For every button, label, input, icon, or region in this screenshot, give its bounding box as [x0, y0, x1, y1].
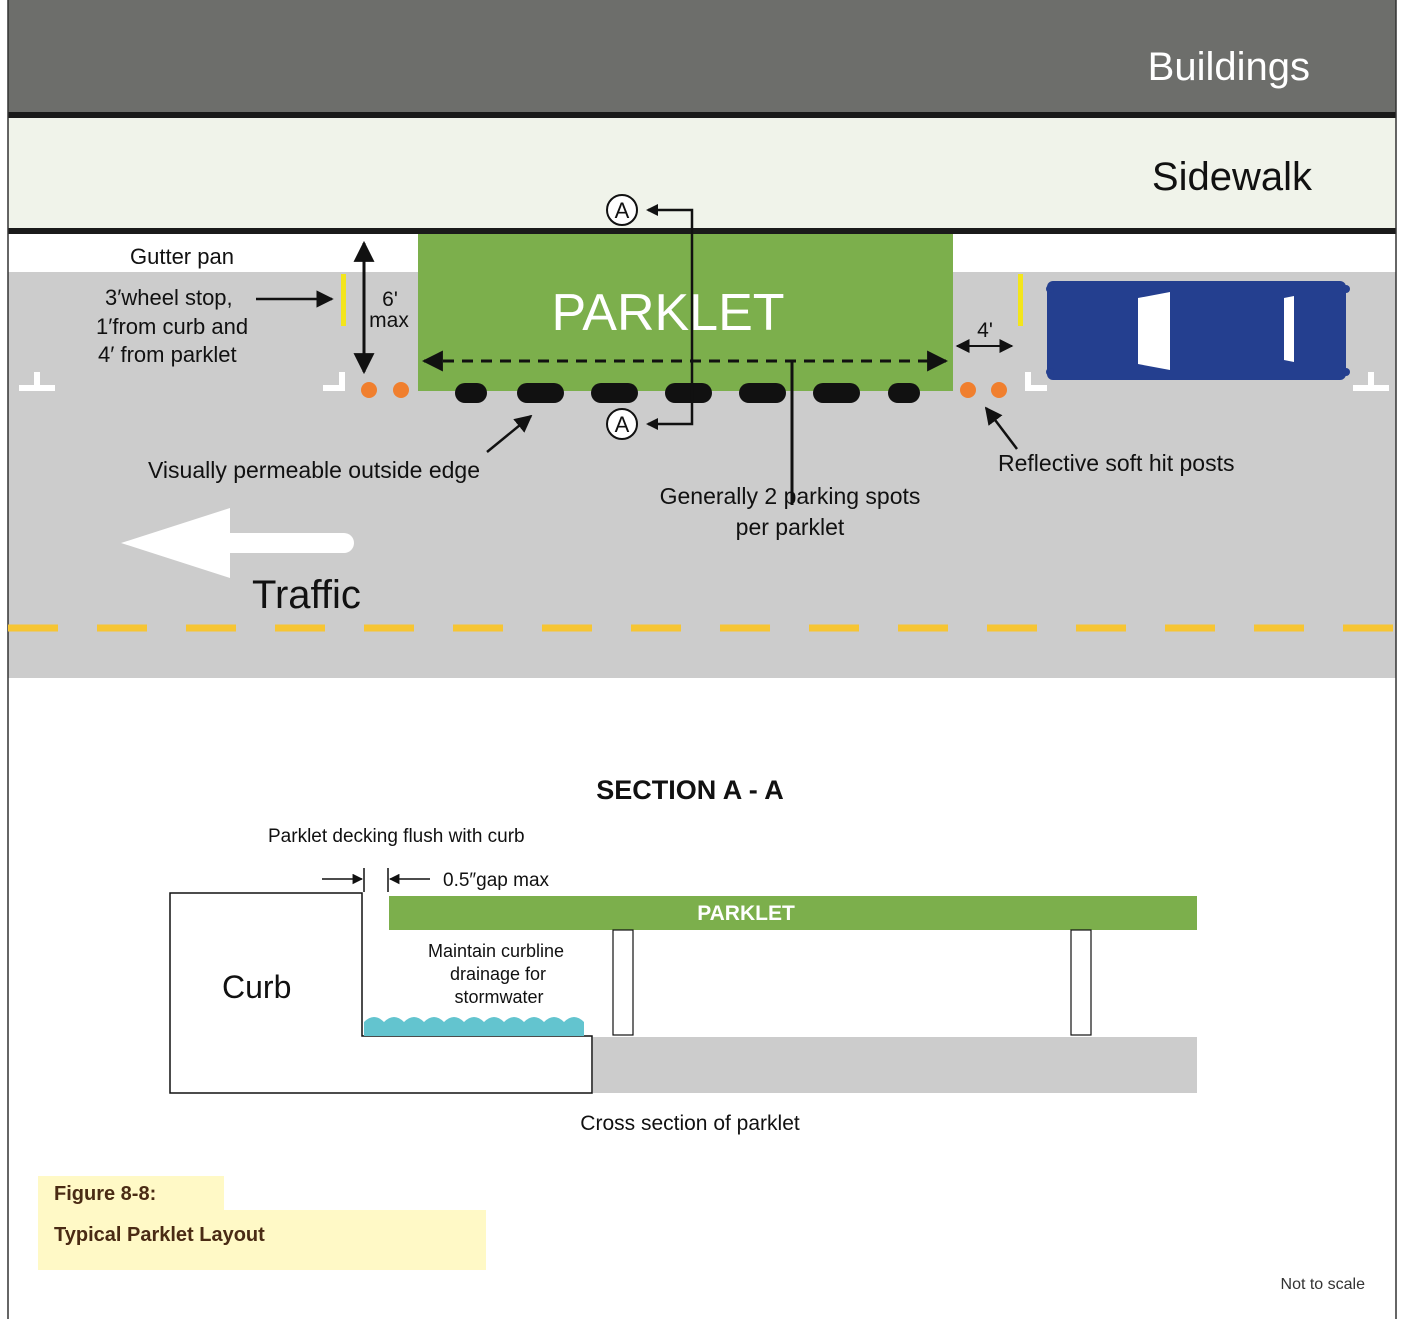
section-cut-line [648, 208, 694, 426]
stormwater [364, 1017, 584, 1036]
decking-note: Parklet decking flush with curb [268, 826, 525, 847]
permeable-edge [455, 383, 920, 403]
curb-line [8, 228, 1396, 234]
parklet-label: PARKLET [551, 284, 784, 342]
edge-label: Visually permeable outside edge [148, 457, 480, 483]
gutter-label: Gutter pan [130, 244, 234, 269]
soft-hit-posts [361, 382, 1007, 398]
traffic-label: Traffic [252, 573, 361, 617]
figure-number: Figure 8-8: [54, 1183, 157, 1205]
wheel-stop-label-1: 3′wheel stop, [105, 285, 233, 310]
buildings-label: Buildings [1148, 45, 1310, 89]
stall-markings [19, 372, 1389, 391]
decking-label: PARKLET [697, 902, 795, 925]
max-width-value: 6' [382, 288, 398, 311]
figure-caption-box: Figure 8-8: Typical Parklet Layout [38, 1176, 486, 1270]
max-width-unit: max [369, 309, 409, 332]
decking-section [389, 896, 1197, 930]
roadway-section [593, 1037, 1197, 1093]
wheel-stop-right [1018, 274, 1023, 326]
figure-caption-tab [38, 1176, 224, 1212]
curb-section [169, 892, 593, 1094]
section-marker-top [606, 194, 638, 226]
curb-label: Curb [222, 969, 291, 1005]
section-marker-top-label: A [615, 198, 630, 223]
posts-arrow [984, 406, 1018, 450]
figure-caption-body [38, 1210, 486, 1270]
wheel-stop-label-2: 1′from curb and [96, 314, 248, 339]
pedestal-left [612, 929, 634, 1036]
sidewalk-band [8, 118, 1396, 228]
scale-note: Not to scale [1280, 1276, 1365, 1293]
sidewalk-label: Sidewalk [1152, 155, 1313, 199]
spots-label-2: per parklet [736, 514, 845, 540]
buffer-value: 4' [977, 319, 993, 342]
section-marker-bottom [606, 408, 638, 440]
section-caption: Cross section of parklet [580, 1112, 800, 1135]
drainage-note-1: Maintain curbline [428, 941, 564, 961]
buildings-band [8, 0, 1396, 114]
gap-note: 0.5″gap max [443, 870, 550, 891]
drainage-note-2: drainage for [450, 964, 546, 984]
section-marker-bottom-label: A [615, 412, 630, 437]
wheel-stop-left [341, 274, 346, 326]
building-line [8, 112, 1396, 118]
parked-car [1046, 281, 1350, 380]
edge-arrow [486, 414, 533, 453]
drainage-note-3: stormwater [454, 987, 543, 1007]
wheel-stop-label-3: 4′ from parklet [98, 342, 237, 367]
posts-label: Reflective soft hit posts [998, 450, 1235, 476]
section-title: SECTION A - A [596, 775, 784, 805]
traffic-arrow [121, 508, 354, 578]
pedestal-right [1070, 929, 1092, 1036]
figure-title: Typical Parklet Layout [54, 1224, 265, 1246]
spots-label-1: Generally 2 parking spots [660, 483, 921, 509]
